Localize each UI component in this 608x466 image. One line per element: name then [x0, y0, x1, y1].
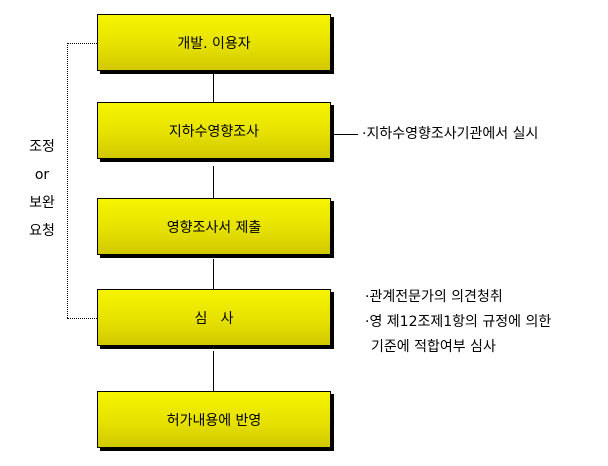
step-label: 개발. 이용자: [177, 35, 251, 52]
feedback-line-vertical: [67, 43, 68, 318]
feedback-line-bottom: [67, 318, 97, 319]
feedback-line-top: [67, 43, 97, 44]
step-developer-user: 개발. 이용자: [97, 14, 331, 71]
step-submit-report: 영향조사서 제출: [97, 198, 331, 255]
step-label: 지하수영향조사: [168, 123, 260, 140]
step-label: 영향조사서 제출: [166, 219, 262, 236]
feedback-label-line3: 보완: [29, 195, 55, 211]
step-apply-to-permit: 허가내용에 반영: [97, 391, 331, 448]
step-groundwater-survey: 지하수영향조사: [97, 102, 331, 159]
connector-3-4: [213, 259, 214, 289]
connector-4-5: [213, 351, 214, 391]
feedback-label-line4: 요청: [29, 223, 55, 239]
review-note-3: 기준에 적합여부 심사: [371, 339, 496, 355]
step-label: 심 사: [194, 310, 234, 327]
step-label: 허가내용에 반영: [166, 412, 262, 429]
feedback-label: 조정 or 보완 요청: [22, 133, 62, 245]
feedback-label-line2: or: [34, 167, 50, 183]
connector-1-2: [213, 72, 214, 102]
feedback-label-line1: 조정: [29, 139, 55, 155]
survey-note-leader: [332, 134, 358, 135]
review-note-1: ·관계전문가의 의견청취: [365, 289, 503, 305]
review-note-2: ·영 제12조제1항의 규정에 의한: [365, 314, 552, 330]
step-review: 심 사: [97, 289, 331, 346]
survey-note: ·지하수영향조사기관에서 실시: [362, 126, 539, 142]
connector-2-3: [213, 166, 214, 198]
